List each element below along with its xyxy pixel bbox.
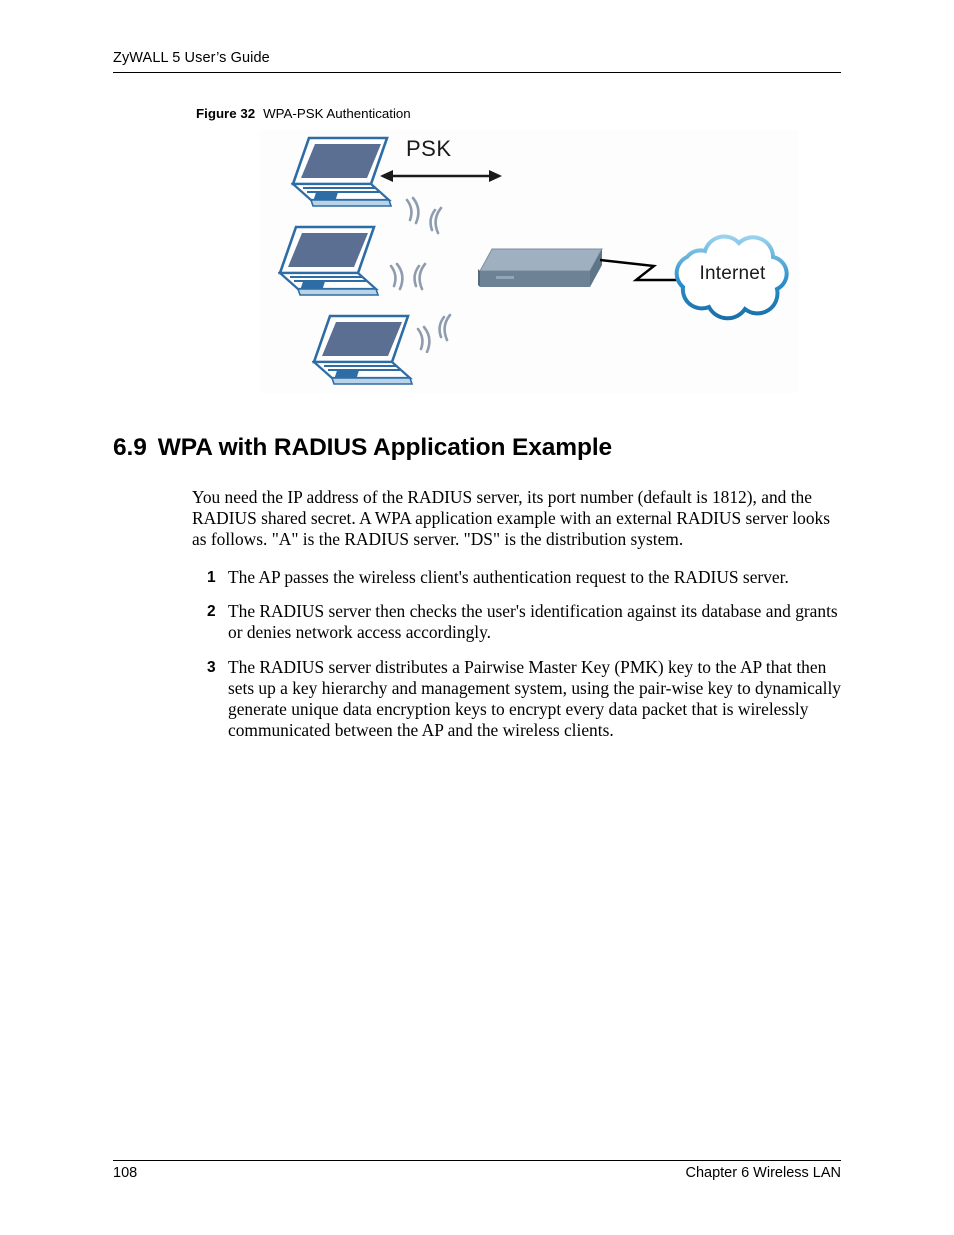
footer-divider: [113, 1160, 841, 1161]
psk-double-arrow-icon: [380, 170, 502, 182]
internet-label: Internet: [699, 263, 766, 284]
list-item-marker: 2: [207, 603, 216, 621]
footer-chapter: Chapter 6 Wireless LAN: [685, 1165, 841, 1181]
figure-caption-number: Figure 32: [196, 106, 256, 121]
list-item-text: The AP passes the wireless client's auth…: [228, 567, 789, 587]
wireless-signal-icon: [385, 256, 437, 296]
network-link-line: [600, 258, 706, 282]
laptop-icon: [291, 134, 395, 212]
section-title: WPA with RADIUS Application Example: [157, 434, 613, 461]
list-item-marker: 3: [207, 658, 216, 676]
list-item-text: The RADIUS server then checks the user's…: [228, 601, 838, 643]
figure-caption: Figure 32 WPA-PSK Authentication: [196, 106, 411, 121]
header-divider: [113, 72, 841, 73]
page-header: ZyWALL 5 User’s Guide: [113, 50, 841, 66]
section-heading: 6.9 WPA with RADIUS Application Example: [113, 434, 612, 462]
psk-label: PSK: [406, 136, 452, 161]
internet-cloud-icon: Internet: [665, 225, 800, 330]
laptop-icon: [312, 312, 416, 390]
list-item: 2 The RADIUS server then checks the user…: [192, 601, 847, 643]
section-number: 6.9: [113, 434, 147, 461]
list-item-text: The RADIUS server distributes a Pairwise…: [228, 656, 841, 741]
section-paragraph: You need the IP address of the RADIUS se…: [192, 487, 831, 550]
access-point-icon: [478, 245, 606, 299]
list-item: 3 The RADIUS server distributes a Pairwi…: [192, 657, 847, 742]
list-item-marker: 1: [207, 569, 216, 586]
list-item: 1 The AP passes the wireless client's au…: [192, 567, 847, 588]
psk-annotation: PSK: [380, 136, 520, 192]
laptop-icon: [278, 223, 382, 301]
figure-diagram: PSK: [260, 130, 798, 393]
figure-caption-title: WPA-PSK Authentication: [263, 106, 411, 121]
page-number: 108: [113, 1165, 138, 1181]
header-title: ZyWALL 5 User’s Guide: [113, 50, 270, 66]
wireless-signal-icon: [412, 313, 464, 353]
numbered-step-list: 1 The AP passes the wireless client's au…: [192, 567, 847, 754]
wireless-signal-icon: [401, 196, 453, 236]
